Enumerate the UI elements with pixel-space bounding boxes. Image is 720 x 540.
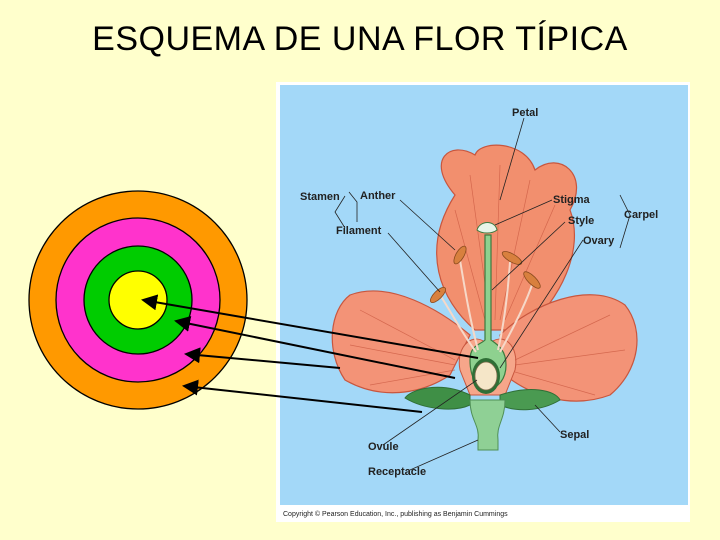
anthers bbox=[429, 245, 541, 304]
label-style: Style bbox=[568, 215, 594, 227]
ring-carpel bbox=[108, 270, 168, 330]
label-sepal: Sepal bbox=[560, 429, 589, 441]
stigma bbox=[476, 222, 498, 234]
label-stigma: Stigma bbox=[553, 194, 591, 206]
label-receptacle: Receptacle bbox=[368, 466, 426, 478]
filaments bbox=[439, 259, 533, 353]
petal-veins bbox=[349, 164, 626, 396]
copyright-text: Copyright © Pearson Education, Inc., pub… bbox=[283, 510, 508, 518]
arrows bbox=[141, 294, 479, 413]
label-stamen: Stamen bbox=[300, 191, 340, 203]
arrow-carpel bbox=[141, 294, 479, 359]
label-anther: Anther bbox=[360, 190, 396, 202]
label-ovary: Ovary bbox=[583, 235, 615, 247]
ovule bbox=[474, 361, 498, 391]
label-petal: Petal bbox=[512, 107, 538, 119]
receptacle bbox=[469, 399, 506, 451]
arrow-stamens bbox=[174, 315, 456, 379]
slide-title: ESQUEMA DE UNA FLOR TÍPICA bbox=[92, 20, 628, 58]
arrow-sepals bbox=[182, 379, 423, 413]
label-carpel: Carpel bbox=[624, 209, 658, 221]
label-filament: Filament bbox=[336, 225, 382, 237]
petal-back bbox=[436, 144, 577, 331]
sepal-right bbox=[499, 389, 561, 411]
leader-lines bbox=[334, 117, 631, 471]
label-ovule: Ovule bbox=[368, 441, 399, 453]
sepal-left bbox=[404, 386, 471, 410]
arrow-petals bbox=[184, 347, 341, 369]
floral-rings bbox=[28, 190, 248, 410]
